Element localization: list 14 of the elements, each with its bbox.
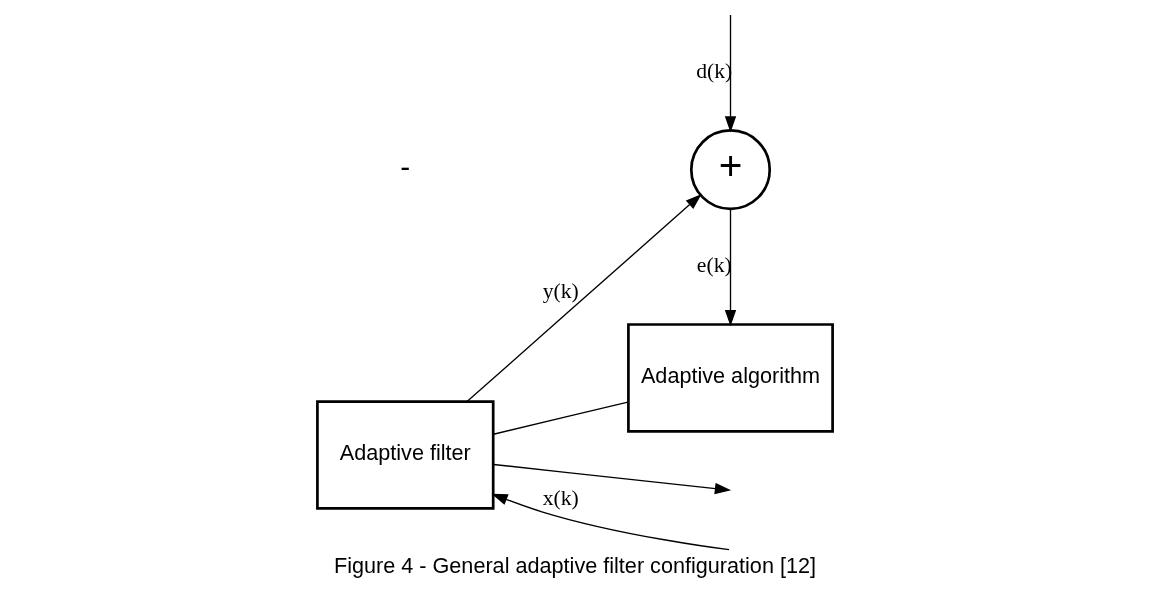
connector	[492, 401, 629, 435]
node-box: Adaptive filter	[315, 400, 495, 510]
edge-label: y(k)	[542, 278, 579, 303]
arrow	[490, 493, 730, 551]
node-circle: +	[689, 129, 771, 211]
arrow	[724, 208, 736, 327]
label: -	[399, 150, 410, 184]
edge-label: e(k)	[696, 252, 732, 277]
caption: Figure 4 - General adaptive filter configuration [12]	[333, 552, 816, 578]
edge-label: x(k)	[542, 485, 579, 510]
arrow	[724, 14, 736, 133]
arrow	[492, 463, 731, 495]
node-box: Adaptive algorithm	[626, 323, 834, 433]
arrow	[466, 194, 702, 402]
